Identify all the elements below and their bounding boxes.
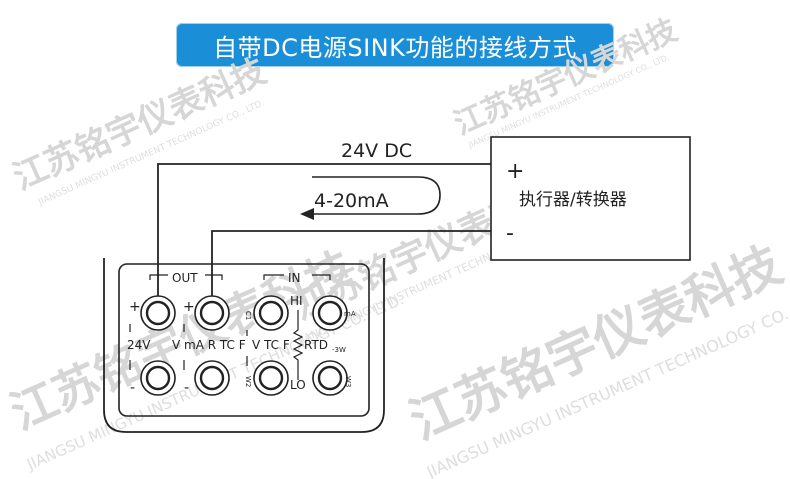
out-plus-left-label: + [129,299,141,315]
rtd-sub-label: -3W [332,346,346,354]
out-bracket [149,274,223,280]
lo-label: LO [290,378,306,392]
supply-label: 24V DC [341,140,412,162]
wire-24v [157,163,491,303]
wire-signal [211,230,491,303]
device-box [490,136,691,261]
terminal-out-minus-24v[interactable] [140,360,176,396]
v24-label: 24V [127,338,151,352]
out-minus-right-label: - [184,380,189,396]
device-name-label: 执行器/转换器 [519,190,627,210]
tag-w3: W3 [344,376,352,387]
terminal-in-w2[interactable] [253,360,289,396]
terminal-in-c1[interactable] [253,295,289,331]
tag-c1: C1 [244,311,252,320]
in-bracket [263,274,331,280]
terminal-panel [118,263,370,417]
device-minus-label: - [506,221,514,246]
device-plus-label: + [506,159,524,184]
current-label: 4-20mA [314,190,389,212]
rtd-label: RTD [304,338,328,352]
terminal-in-hi[interactable] [312,295,348,331]
in-label: IN [288,271,301,285]
watermark-cn-1: 江苏铭宇仪表科技 [7,51,272,198]
terminal-out-plus-signal[interactable] [194,295,230,331]
tag-ma: mA [344,310,356,318]
page-title: 自带DC电源SINK功能的接线方式 [213,33,577,62]
terminal-in-lo[interactable] [312,360,348,396]
watermark-cn-2: 江苏铭宇仪表科技 [449,13,682,143]
hi-label: HI [290,294,303,308]
title-banner: 自带DC电源SINK功能的接线方式 [176,23,614,67]
terminal-out-minus-signal[interactable] [194,360,230,396]
rtd-resistor-icon [292,310,304,380]
in-function-label: V TC F [252,338,290,352]
out-plus-right-label: + [183,299,195,315]
tag-w2: W2 [244,376,252,387]
out-minus-left-label: - [130,380,135,396]
current-arrowhead [300,208,314,220]
out-label: OUT [172,271,198,285]
terminal-out-plus-24v[interactable] [140,295,176,331]
calibrator-body [103,258,385,433]
current-arrow [312,176,441,215]
out-function-label: V mA R TC F [172,338,246,352]
